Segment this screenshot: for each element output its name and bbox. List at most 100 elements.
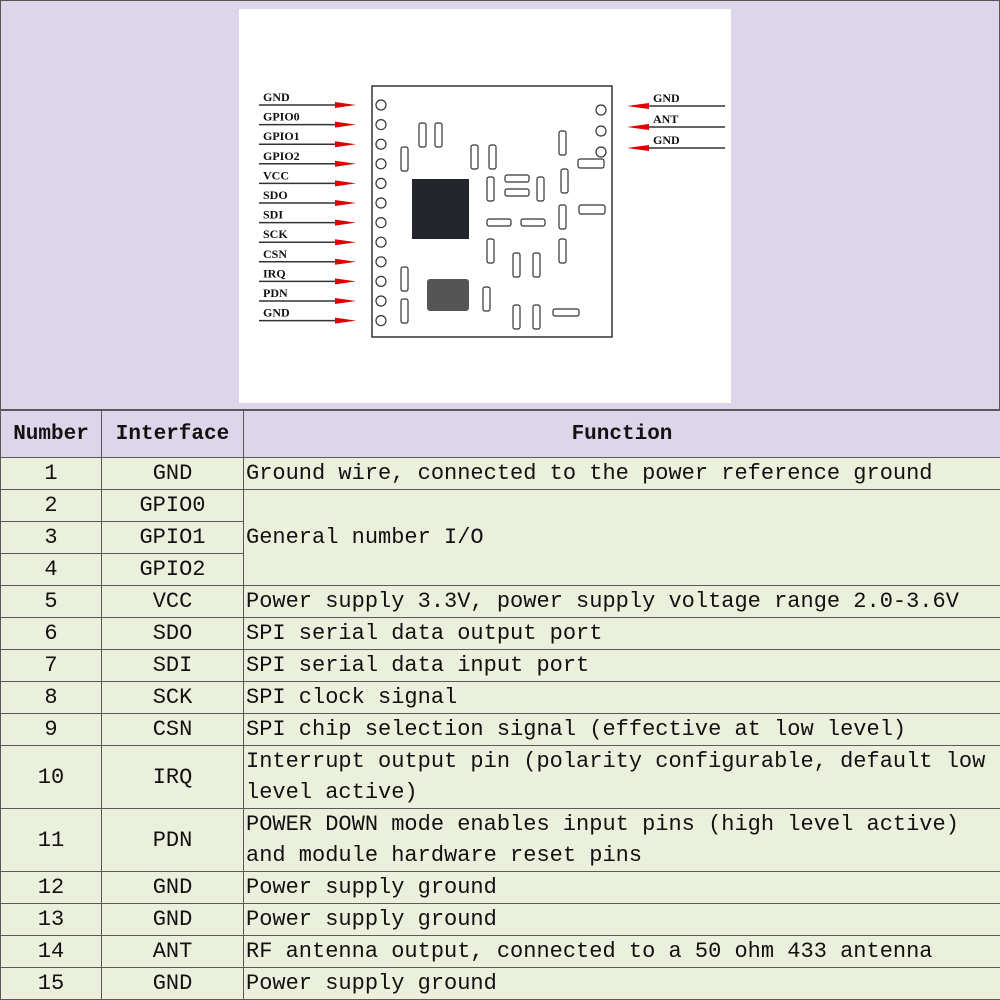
left-pin-pad bbox=[375, 177, 387, 189]
pin-interface: GPIO2 bbox=[101, 553, 244, 586]
pin-function: Power supply 3.3V, power supply voltage … bbox=[243, 585, 1000, 618]
table-row: 9 CSN SPI chip selection signal (effecti… bbox=[0, 713, 1000, 746]
left-pin-arrow bbox=[335, 298, 356, 304]
pin-function: Interrupt output pin (polarity configura… bbox=[243, 745, 1000, 809]
right-pin-arrow bbox=[627, 103, 649, 109]
pin-number: 12 bbox=[0, 871, 102, 904]
left-pin-pad bbox=[375, 236, 387, 248]
pin-interface: GND bbox=[101, 903, 244, 936]
right-pin-label: GND bbox=[653, 133, 680, 147]
pin-interface: GPIO0 bbox=[101, 489, 244, 522]
pin-function: General number I/O bbox=[243, 489, 1000, 586]
table-row: 14 ANT RF antenna output, connected to a… bbox=[0, 935, 1000, 968]
left-pin-arrow bbox=[335, 219, 356, 226]
smd-component bbox=[558, 130, 567, 156]
pin-function-table: Number Interface Function 1 GND Ground w… bbox=[0, 410, 1000, 1000]
left-pin-pad bbox=[375, 217, 387, 229]
pin-number: 6 bbox=[0, 617, 102, 650]
left-pin-arrow bbox=[335, 102, 356, 108]
pin-number: 13 bbox=[0, 903, 102, 936]
left-pin-label: IRQ bbox=[263, 266, 286, 280]
table-row: 6 SDO SPI serial data output port bbox=[0, 617, 1000, 650]
pin-number: 15 bbox=[0, 967, 102, 1000]
smd-component bbox=[418, 122, 427, 148]
table-row: 12 GND Power supply ground bbox=[0, 871, 1000, 904]
table-row: 15 GND Power supply ground bbox=[0, 967, 1000, 1000]
pin-function: Power supply ground bbox=[243, 871, 1000, 904]
pin-interface: CSN bbox=[101, 713, 244, 746]
pin-number: 8 bbox=[0, 681, 102, 714]
left-pin-arrow bbox=[335, 200, 356, 206]
crystal-oscillator bbox=[427, 279, 469, 311]
right-pin-pad bbox=[595, 146, 607, 158]
smd-component bbox=[520, 218, 546, 227]
pin-number: 10 bbox=[0, 745, 102, 809]
pin-number: 5 bbox=[0, 585, 102, 618]
left-pin-label: SCK bbox=[263, 227, 288, 241]
table-header-row: Number Interface Function bbox=[0, 410, 1000, 458]
right-pin-label: GND bbox=[653, 91, 680, 105]
left-pin-label: CSN bbox=[263, 247, 287, 261]
pin-number: 1 bbox=[0, 457, 102, 490]
pin-number: 2 bbox=[0, 489, 102, 522]
smd-components bbox=[400, 122, 606, 330]
pin-number: 9 bbox=[0, 713, 102, 746]
pin-number: 4 bbox=[0, 553, 102, 586]
left-pin-label: SDI bbox=[263, 208, 283, 222]
pin-function: Ground wire, connected to the power refe… bbox=[243, 457, 1000, 490]
table-row: 3 GPIO1 bbox=[0, 521, 1000, 554]
left-pin-label: VCC bbox=[263, 168, 289, 182]
pin-interface: PDN bbox=[101, 808, 244, 872]
pin-interface: ANT bbox=[101, 935, 244, 968]
table-row: 7 SDI SPI serial data input port bbox=[0, 649, 1000, 682]
pin-number: 11 bbox=[0, 808, 102, 872]
left-pin-label: GPIO0 bbox=[263, 110, 300, 124]
right-pin-pad bbox=[595, 104, 607, 116]
pin-interface: GPIO1 bbox=[101, 521, 244, 554]
left-pin-arrow bbox=[335, 278, 356, 285]
right-pin-pad bbox=[595, 125, 607, 137]
pin-interface: GND bbox=[101, 967, 244, 1000]
table-row: 4 GPIO2 bbox=[0, 553, 1000, 586]
pin-number: 3 bbox=[0, 521, 102, 554]
header-number: Number bbox=[0, 410, 102, 458]
pin-function: SPI clock signal bbox=[243, 681, 1000, 714]
smd-component bbox=[558, 204, 567, 230]
pin-function: Power supply ground bbox=[243, 903, 1000, 936]
left-pin-pads bbox=[375, 99, 387, 327]
smd-component bbox=[532, 304, 541, 330]
pin-number: 14 bbox=[0, 935, 102, 968]
table-row: 10 IRQ Interrupt output pin (polarity co… bbox=[0, 745, 1000, 809]
left-pin-pad bbox=[375, 295, 387, 307]
smd-component bbox=[486, 238, 495, 264]
right-pin-pads bbox=[595, 104, 607, 158]
table-row: 5 VCC Power supply 3.3V, power supply vo… bbox=[0, 585, 1000, 618]
smd-component bbox=[488, 144, 497, 170]
smd-component bbox=[560, 168, 569, 194]
smd-component bbox=[400, 298, 409, 324]
pin-interface: IRQ bbox=[101, 745, 244, 809]
left-pin-pad bbox=[375, 315, 387, 327]
smd-component bbox=[434, 122, 443, 148]
smd-component bbox=[486, 218, 512, 227]
rf-chip bbox=[412, 179, 469, 239]
left-pin-label: GPIO2 bbox=[263, 149, 300, 163]
pin-interface: SDO bbox=[101, 617, 244, 650]
smd-component bbox=[512, 252, 521, 278]
pin-interface: GND bbox=[101, 871, 244, 904]
left-pin-pad bbox=[375, 256, 387, 268]
left-pin-pad bbox=[375, 197, 387, 209]
module-pinout-svg: GNDGPIO0GPIO1GPIO2VCCSDOSDISCKCSNIRQPDNG… bbox=[259, 85, 725, 338]
right-pin-arrow bbox=[627, 124, 649, 130]
left-pin-arrow bbox=[335, 180, 356, 187]
header-function: Function bbox=[243, 410, 1000, 458]
table-row: 8 SCK SPI clock signal bbox=[0, 681, 1000, 714]
smd-component bbox=[512, 304, 521, 330]
left-pin-pad bbox=[375, 138, 387, 150]
pin-function: Power supply ground bbox=[243, 967, 1000, 1000]
smd-component bbox=[536, 176, 545, 202]
smd-component bbox=[577, 158, 605, 169]
